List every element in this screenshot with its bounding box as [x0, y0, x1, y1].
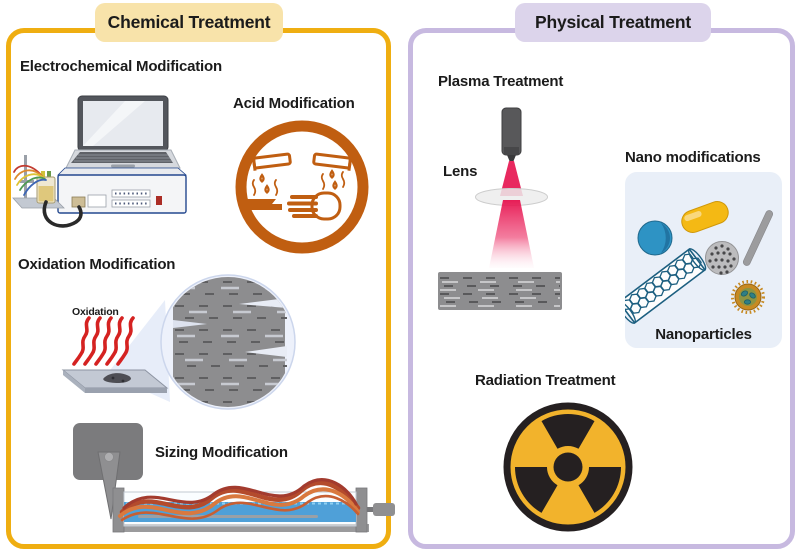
fume-lines: [251, 171, 346, 196]
sizing-illustration: [73, 423, 395, 533]
nanoparticles-icons: [625, 201, 773, 324]
nanorod-icon: [743, 210, 773, 266]
porous-nanosphere-icon: [705, 241, 739, 275]
sized-fibers-icon: [118, 478, 361, 522]
plasma-beam-upper: [500, 161, 523, 196]
microscope-slide-icon: [61, 369, 169, 393]
electrode-wires-icon: [13, 164, 47, 196]
hand-icon: [287, 191, 342, 221]
nano-label: Nano modifications: [625, 149, 761, 166]
sizing-bath-icon: [112, 487, 369, 533]
chemical-treatment-panel: Chemical Treatment Electrochemical Modif…: [6, 3, 395, 549]
plasma-torch-icon: [501, 107, 522, 161]
sizing-liquid: [124, 502, 356, 522]
chemical-treatment-header: Chemical Treatment: [95, 3, 283, 42]
electrochemical-setup-icon: [12, 95, 188, 228]
plasma-beam-lower: [489, 200, 534, 268]
plasma-label: Plasma Treatment: [438, 73, 564, 90]
oxidation-annotation: Oxidation: [72, 306, 119, 318]
physical-treatment-panel: Physical Treatment Plasma Treatment Lens: [408, 3, 795, 549]
acid-label: Acid Modification: [233, 95, 355, 112]
right-test-tube-icon: [312, 152, 353, 171]
carbon-nanotube-icon: [625, 248, 707, 324]
oxidation-label: Oxidation Modification: [18, 256, 176, 273]
acid-corrosive-icon: [235, 120, 369, 254]
laptop-icon: [65, 95, 181, 169]
potentiostat-icon: [57, 167, 188, 214]
acid-drops: [259, 169, 338, 194]
electrochemical-label: Electrochemical Modification: [20, 58, 222, 75]
nanoparticles-box: Nanoparticles: [625, 172, 782, 348]
magnified-fiber-surface: [173, 277, 287, 407]
sizing-label: Sizing Modification: [155, 444, 288, 461]
radiation-trefoil-icon: [503, 402, 633, 532]
chemical-treatment-title: Chemical Treatment: [107, 12, 271, 32]
fiber-bundle-icon: [438, 272, 562, 310]
radiation-label: Radiation Treatment: [475, 372, 616, 389]
lens-label: Lens: [443, 163, 478, 180]
corroded-surface-icon: [246, 199, 282, 210]
funnel-icon: [97, 451, 121, 520]
nano-virus-particle-icon: [731, 280, 765, 314]
power-button-icon: [156, 196, 162, 205]
nanoparticles-label: Nanoparticles: [655, 326, 752, 343]
oxidation-heat-waves: [72, 316, 135, 366]
left-test-tube-icon: [251, 152, 292, 171]
nanodisc-icon: [637, 220, 673, 256]
drive-rod-icon: [373, 503, 395, 516]
plasma-illustration: [438, 107, 562, 310]
nanocapsule-icon: [681, 201, 729, 233]
main-cable: [42, 200, 83, 228]
oxidation-illustration: [61, 274, 296, 410]
physical-treatment-header: Physical Treatment: [515, 3, 711, 42]
physical-treatment-title: Physical Treatment: [535, 12, 691, 32]
